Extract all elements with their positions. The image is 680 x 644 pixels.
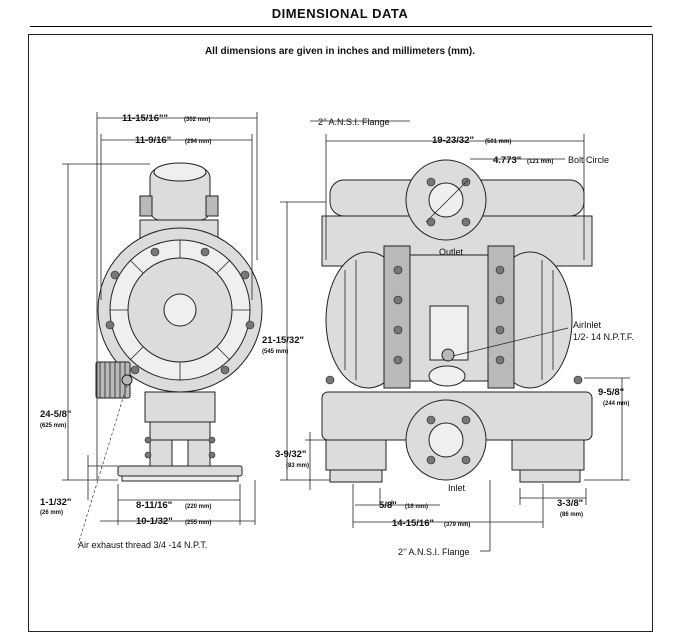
dim-base-2-mm: (255 mm) bbox=[185, 520, 211, 526]
dim-inlet-height-mm: (83 mm) bbox=[286, 463, 309, 469]
dim-height-right: 21-15/32" bbox=[262, 335, 304, 346]
side-view-dimension-lines bbox=[62, 112, 258, 546]
dim-offset-mm: (16 mm) bbox=[405, 504, 428, 510]
outlet-label: Outlet bbox=[439, 247, 464, 257]
dim-right-height-mm: (244 mm) bbox=[603, 401, 629, 407]
drawing-frame bbox=[28, 34, 653, 632]
dim-width-2: 11-9/16" bbox=[135, 135, 171, 146]
air-inlet-label: AirInlet bbox=[573, 320, 602, 330]
dim-width-right: 19-23/32" bbox=[432, 135, 474, 146]
units-note: All dimensions are given in inches and m… bbox=[204, 46, 476, 57]
dim-height: 24-5/8" bbox=[40, 409, 71, 420]
page-title: DIMENSIONAL DATA bbox=[271, 6, 409, 21]
air-exhaust-label: Air exhaust thread 3/4 -14 N.P.T. bbox=[78, 540, 207, 550]
dim-base-1-mm: (220 mm) bbox=[185, 504, 211, 510]
dim-base-height-mm: (26 mm) bbox=[40, 510, 63, 516]
dim-offset: 5/8" bbox=[379, 500, 397, 511]
front-view-pump bbox=[321, 159, 593, 483]
dim-height-mm: (625 mm) bbox=[40, 423, 66, 429]
dim-foot: 3-3/8" bbox=[557, 498, 583, 509]
title-rule bbox=[30, 26, 652, 27]
dim-base-right-mm: (379 mm) bbox=[444, 522, 470, 528]
bolt-circle-mm: (121 mm) bbox=[527, 159, 553, 165]
dim-width-right-mm: (501 mm) bbox=[485, 139, 511, 145]
flange-bottom-label: 2’’ A.N.S.I. Flange bbox=[398, 547, 470, 557]
dim-inlet-height: 3-9/32" bbox=[275, 449, 306, 460]
bolt-circle-dim: 4.773" bbox=[493, 155, 521, 166]
dim-base-height: 1-1/32" bbox=[40, 497, 71, 508]
front-view-dimension-lines bbox=[280, 120, 630, 552]
flange-top-label: 2’’ A.N.S.I. Flange bbox=[318, 117, 390, 127]
dim-base-2: 10-1/32" bbox=[136, 516, 173, 527]
dim-width-top-mm: (302 mm) bbox=[184, 117, 210, 123]
air-inlet-thread: 1/2- 14 N.P.T.F. bbox=[573, 332, 634, 342]
bolt-circle-label: Bolt Circle bbox=[568, 155, 609, 165]
dim-height-right-mm: (545 mm) bbox=[262, 349, 288, 355]
dim-width-2-mm: (294 mm) bbox=[185, 139, 211, 145]
dim-base-1: 8-11/16" bbox=[136, 500, 172, 511]
side-view-pump bbox=[95, 162, 263, 482]
dim-right-height: 9-5/8" bbox=[598, 387, 624, 398]
inlet-label: Inlet bbox=[448, 483, 466, 493]
dim-foot-mm: (86 mm) bbox=[560, 512, 583, 518]
dim-width-top: 11-15/16"" bbox=[122, 113, 168, 124]
dim-base-right: 14-15/16" bbox=[392, 518, 434, 529]
